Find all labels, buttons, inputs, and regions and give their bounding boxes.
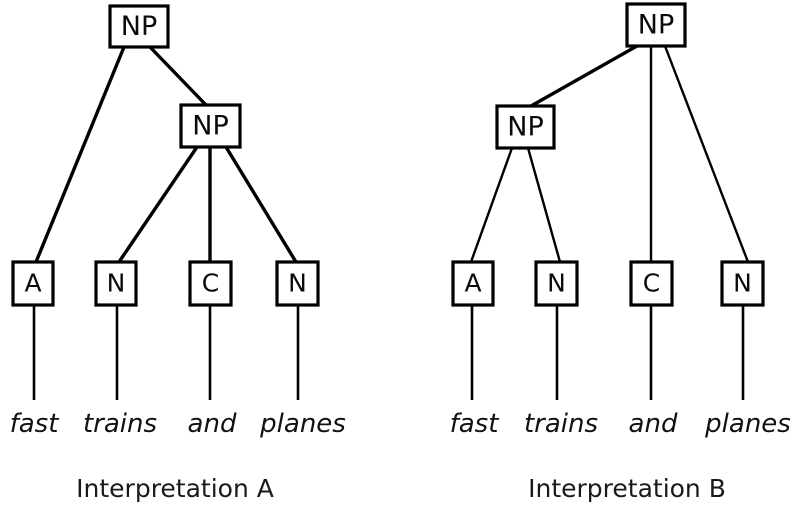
node-label-a-leaf-n2: N — [288, 269, 307, 298]
word-b-word-planes: planes — [704, 409, 791, 439]
node-box-a-leaf-a — [11, 260, 55, 307]
node-box-b-np-inner — [495, 104, 556, 150]
caption-interpretation-a: Interpretation A — [76, 474, 274, 503]
node-b-np-inner[interactable]: NP — [495, 104, 556, 150]
node-label-a-leaf-c: C — [202, 269, 219, 298]
node-label-a-leaf-a: A — [24, 269, 41, 298]
node-label-b-leaf-n2: N — [733, 269, 752, 298]
word-a-word-and: and — [188, 409, 237, 439]
word-a-word-planes: planes — [259, 409, 346, 439]
node-label-b-leaf-n1: N — [547, 269, 566, 298]
tree-branch-b-edge-npinner-n1 — [526, 147, 562, 263]
node-b-leaf-n1[interactable]: N — [534, 260, 579, 307]
node-label-a-np-inner: NP — [192, 111, 228, 142]
tree-branch-b-edge-root-n2 — [663, 45, 750, 263]
node-label-b-leaf-c: C — [643, 269, 660, 298]
word-a-word-trains: trains — [83, 409, 157, 439]
node-a-np-root[interactable]: NP — [108, 4, 170, 49]
node-box-a-leaf-c — [188, 260, 233, 307]
node-label-b-leaf-a: A — [464, 269, 481, 298]
node-b-leaf-c[interactable]: C — [629, 260, 674, 307]
node-box-b-leaf-n2 — [720, 260, 765, 307]
node-label-a-np-root: NP — [121, 11, 157, 42]
node-a-leaf-a[interactable]: A — [11, 260, 55, 307]
node-box-b-np-root — [625, 2, 687, 48]
node-a-leaf-c[interactable]: C — [188, 260, 233, 307]
caption-interpretation-b: Interpretation B — [528, 474, 726, 503]
node-b-np-root[interactable]: NP — [625, 2, 687, 48]
node-b-leaf-a[interactable]: A — [451, 260, 495, 307]
node-box-a-np-inner — [179, 103, 242, 149]
tree-branch-a-edge-root-npinner — [148, 45, 208, 107]
tree-branch-b-edge-npinner-a — [469, 147, 514, 263]
node-box-a-np-root — [108, 4, 170, 49]
tree-branch-a-edge-root-a — [34, 46, 126, 263]
node-box-b-leaf-n1 — [534, 260, 579, 307]
node-a-np-inner[interactable]: NP — [179, 103, 242, 149]
node-a-leaf-n1[interactable]: N — [94, 260, 138, 307]
word-a-word-fast: fast — [10, 409, 60, 439]
word-b-word-trains: trains — [524, 409, 598, 439]
node-box-a-leaf-n1 — [94, 260, 138, 307]
tree-branch-a-edge-npinner-n1 — [117, 146, 199, 263]
node-b-leaf-n2[interactable]: N — [720, 260, 765, 307]
tree-branch-a-edge-npinner-n2 — [224, 146, 298, 263]
node-box-b-leaf-a — [451, 260, 495, 307]
node-label-b-np-root: NP — [638, 10, 674, 41]
node-a-leaf-n2[interactable]: N — [275, 260, 320, 307]
node-label-b-np-inner: NP — [507, 112, 543, 143]
node-label-a-leaf-n1: N — [107, 269, 126, 298]
node-box-a-leaf-n2 — [275, 260, 320, 307]
word-b-word-and: and — [629, 409, 678, 439]
node-box-b-leaf-c — [629, 260, 674, 307]
word-b-word-fast: fast — [450, 409, 500, 439]
tree-branch-b-edge-root-npinner — [530, 44, 638, 108]
